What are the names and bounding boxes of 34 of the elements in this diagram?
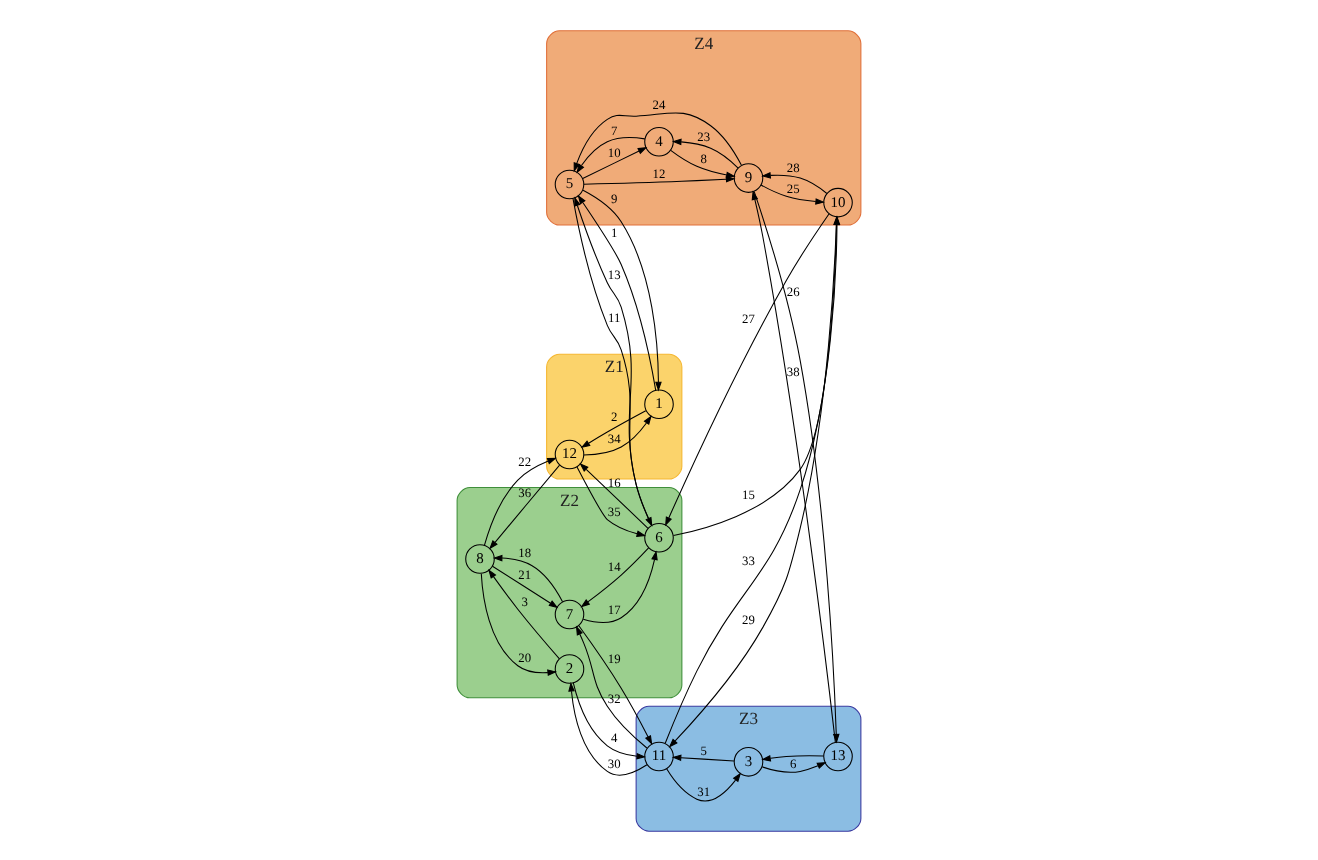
arrow — [583, 414, 652, 455]
node-circle: 10 — [823, 186, 853, 217]
arrow — [573, 111, 742, 172]
node-circle: 2 — [554, 653, 585, 683]
arrow — [761, 171, 828, 194]
arrow — [761, 761, 827, 772]
node-circle: 13 — [823, 740, 853, 771]
arrow — [491, 564, 559, 608]
arrow — [671, 753, 735, 761]
arrow — [580, 409, 647, 448]
node-circle: 11 — [644, 740, 674, 771]
arrow — [488, 568, 560, 659]
arrow — [761, 753, 825, 761]
arrow — [572, 681, 647, 759]
arrow — [582, 549, 658, 622]
arrow — [760, 183, 825, 204]
arrow — [670, 148, 736, 178]
arrow — [492, 553, 564, 602]
node-circle: 6 — [644, 521, 674, 552]
arrow — [568, 681, 648, 775]
arrow — [671, 137, 739, 168]
node-circle: 1 — [644, 388, 674, 419]
arrow — [580, 546, 650, 607]
node-circle: 7 — [554, 598, 585, 629]
node-circle: 4 — [644, 126, 674, 156]
arrow — [666, 767, 742, 801]
node-circle: 9 — [733, 162, 764, 192]
node-circle: 12 — [554, 438, 585, 469]
arrow — [480, 572, 558, 676]
node-circle: 3 — [733, 746, 764, 776]
node-circle: 5 — [554, 168, 585, 199]
arrow — [582, 145, 648, 179]
node-circle: 8 — [465, 543, 495, 573]
arrow — [576, 136, 646, 173]
